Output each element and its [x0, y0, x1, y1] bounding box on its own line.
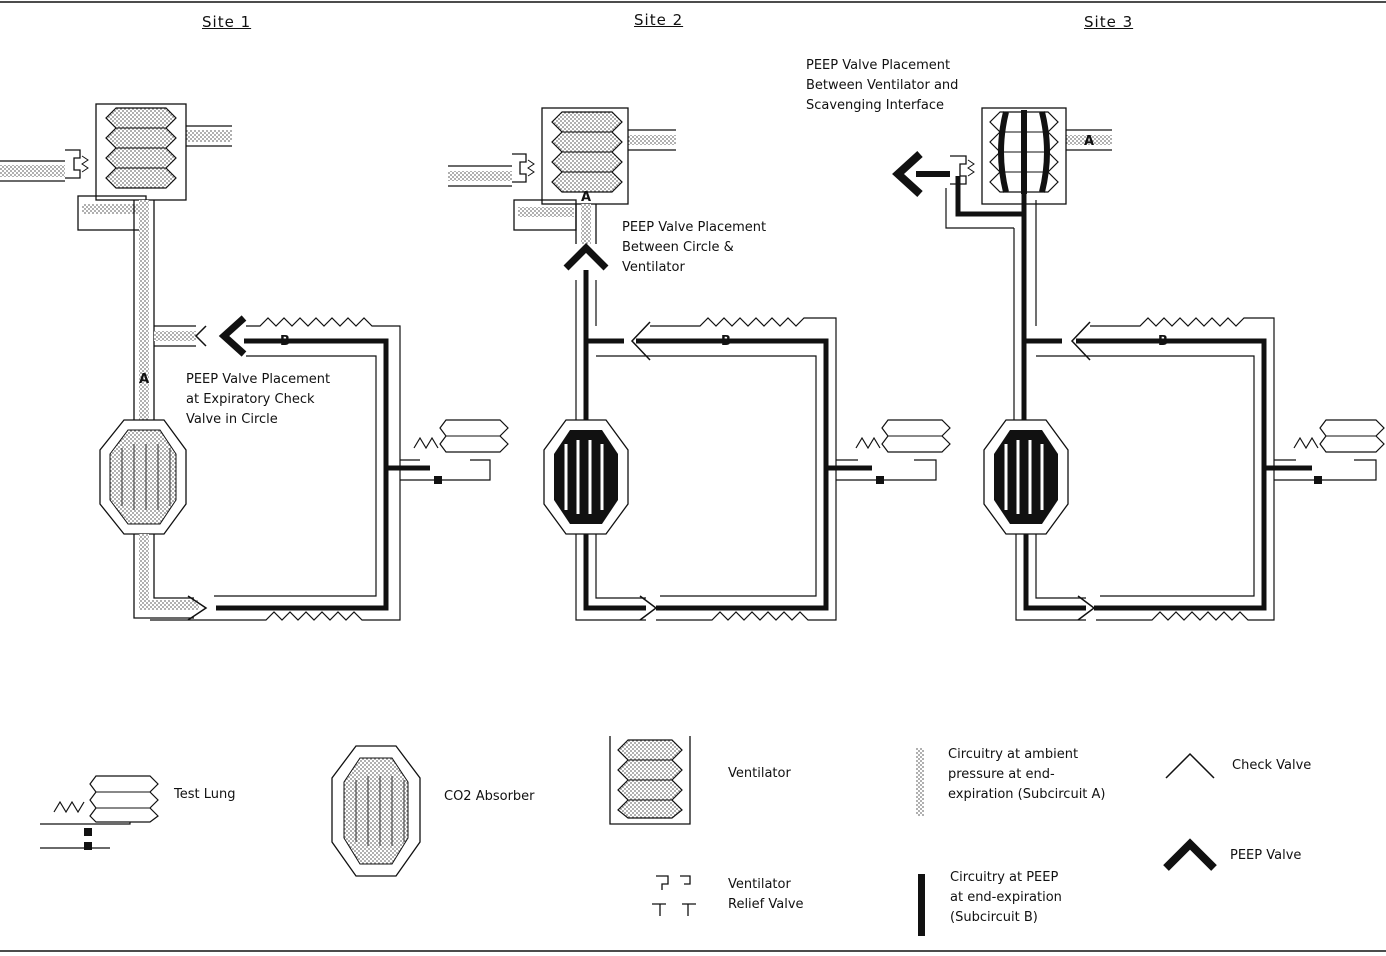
legend-ambient-bar-icon — [916, 748, 924, 816]
legend-peep-valve-label: PEEP Valve — [1230, 848, 1302, 863]
legend-ventilator-label: Ventilator — [728, 766, 791, 781]
legend-ventilator-icon — [609, 736, 691, 825]
site-2-label-b: B — [721, 334, 731, 349]
legend-co2-absorber-icon — [331, 745, 421, 877]
site-1-label-b: B — [280, 334, 290, 349]
expiratory-check-valve-icon — [1070, 321, 1091, 361]
relief-valve-icon — [65, 149, 81, 179]
legend-relief-valve-icon — [652, 875, 696, 916]
test-lung-icon — [413, 436, 439, 450]
site-3-label-b: B — [1158, 334, 1168, 349]
peep-valve-icon — [218, 315, 247, 357]
legend-test-lung-label: Test Lung — [174, 787, 236, 802]
expiratory-check-valve-icon — [630, 321, 651, 361]
site-1-circuit — [0, 103, 509, 621]
site-3-circuit — [892, 107, 1385, 621]
site-1-title: Site 1 — [202, 13, 252, 31]
legend-peep-bar-icon — [918, 874, 925, 936]
legend-test-lung-icon — [40, 775, 159, 850]
site-3-label-a: A — [1084, 134, 1095, 149]
legend-co2-absorber-label: CO2 Absorber — [444, 789, 535, 804]
site-2-label-a: A — [581, 190, 592, 205]
inspiratory-check-valve-icon — [187, 595, 208, 621]
relief-valve-icon — [950, 155, 967, 185]
legend-check-valve-icon — [1165, 752, 1215, 779]
site-1-label-a: A — [139, 372, 150, 387]
site-2-title: Site 2 — [634, 11, 684, 29]
peep-valve-icon — [892, 151, 923, 197]
peep-valve-icon — [563, 243, 609, 271]
legend-check-valve-label: Check Valve — [1232, 758, 1312, 773]
site-3-title: Site 3 — [1084, 13, 1134, 31]
legend — [40, 736, 1217, 936]
site-2-circuit — [448, 107, 951, 621]
test-lung-icon — [1293, 436, 1319, 450]
test-lung-icon — [855, 436, 881, 450]
legend-peep-valve-icon — [1163, 838, 1217, 871]
relief-valve-icon — [512, 153, 527, 183]
